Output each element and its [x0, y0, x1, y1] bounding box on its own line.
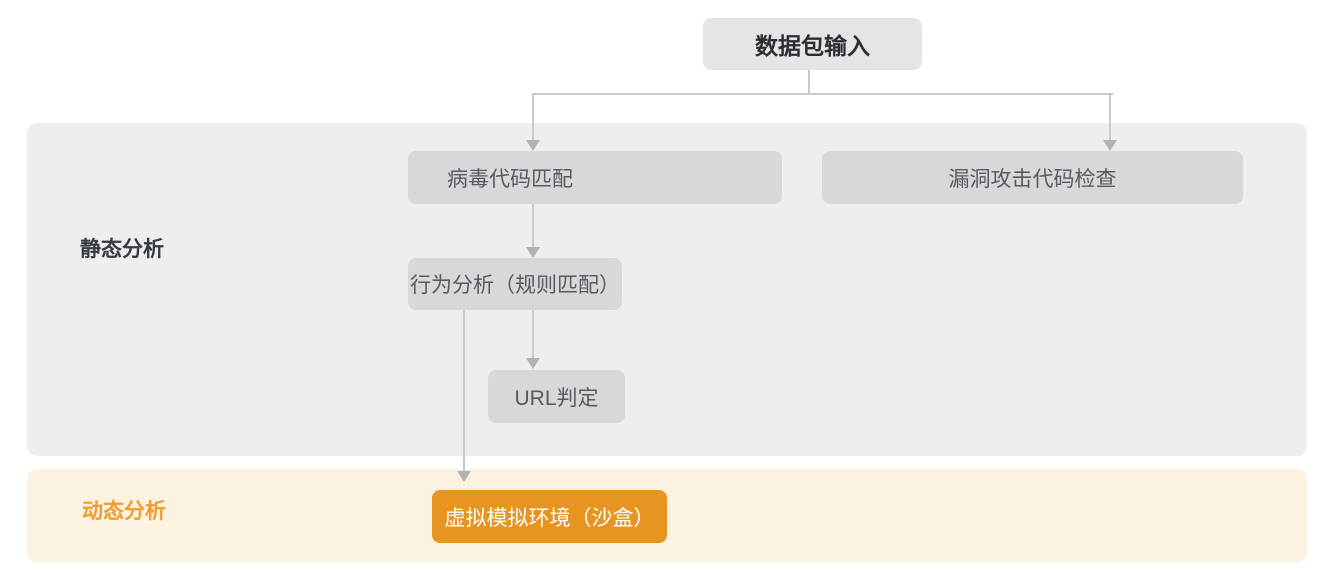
connector-to-virus-match [532, 93, 534, 141]
arrow-down-icon [526, 358, 540, 369]
connector-behavior-to-sandbox [463, 310, 465, 472]
connector-input-stem [808, 69, 810, 95]
dynamic-analysis-section [27, 469, 1307, 562]
connector-to-exploit-check [1109, 93, 1111, 141]
virus-code-match-node: 病毒代码匹配 [408, 151, 782, 204]
connector-branch-horizontal [532, 93, 1113, 95]
arrow-down-icon [526, 247, 540, 258]
connector-virus-to-behavior [532, 204, 534, 248]
arrow-down-icon [526, 140, 540, 151]
connector-behavior-to-url [532, 310, 534, 359]
input-node: 数据包输入 [703, 18, 922, 70]
arrow-down-icon [1103, 140, 1117, 151]
dynamic-analysis-label: 动态分析 [82, 500, 166, 523]
behavior-analysis-node: 行为分析（规则匹配） [408, 258, 622, 310]
sandbox-node: 虚拟模拟环境（沙盒） [432, 490, 667, 543]
arrow-down-icon [457, 471, 471, 482]
static-analysis-label: 静态分析 [80, 238, 164, 261]
exploit-code-check-node: 漏洞攻击代码检查 [822, 151, 1243, 204]
url-judgement-node: URL判定 [488, 370, 625, 423]
